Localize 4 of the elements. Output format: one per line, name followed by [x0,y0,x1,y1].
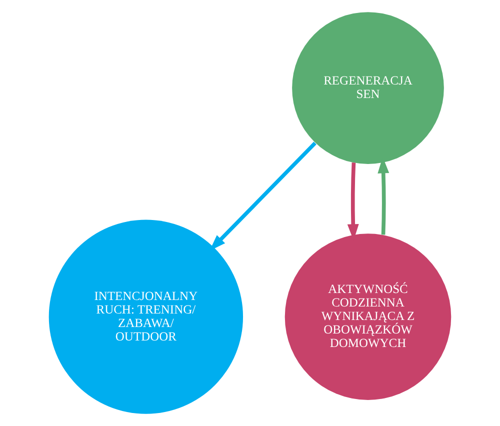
node-circle: AKTYWNOŚĆ CODZIENNA WYNIKAJĄCA Z OBOWIĄZKÓW DOMOWYCH [284,234,452,400]
node-circle: INTENCJONALNY RUCH: TRENING/ ZABAWA/ OUTDOOR [48,220,244,414]
arrow [210,142,316,251]
node-circle: REGENERACJA SEN [292,12,444,164]
